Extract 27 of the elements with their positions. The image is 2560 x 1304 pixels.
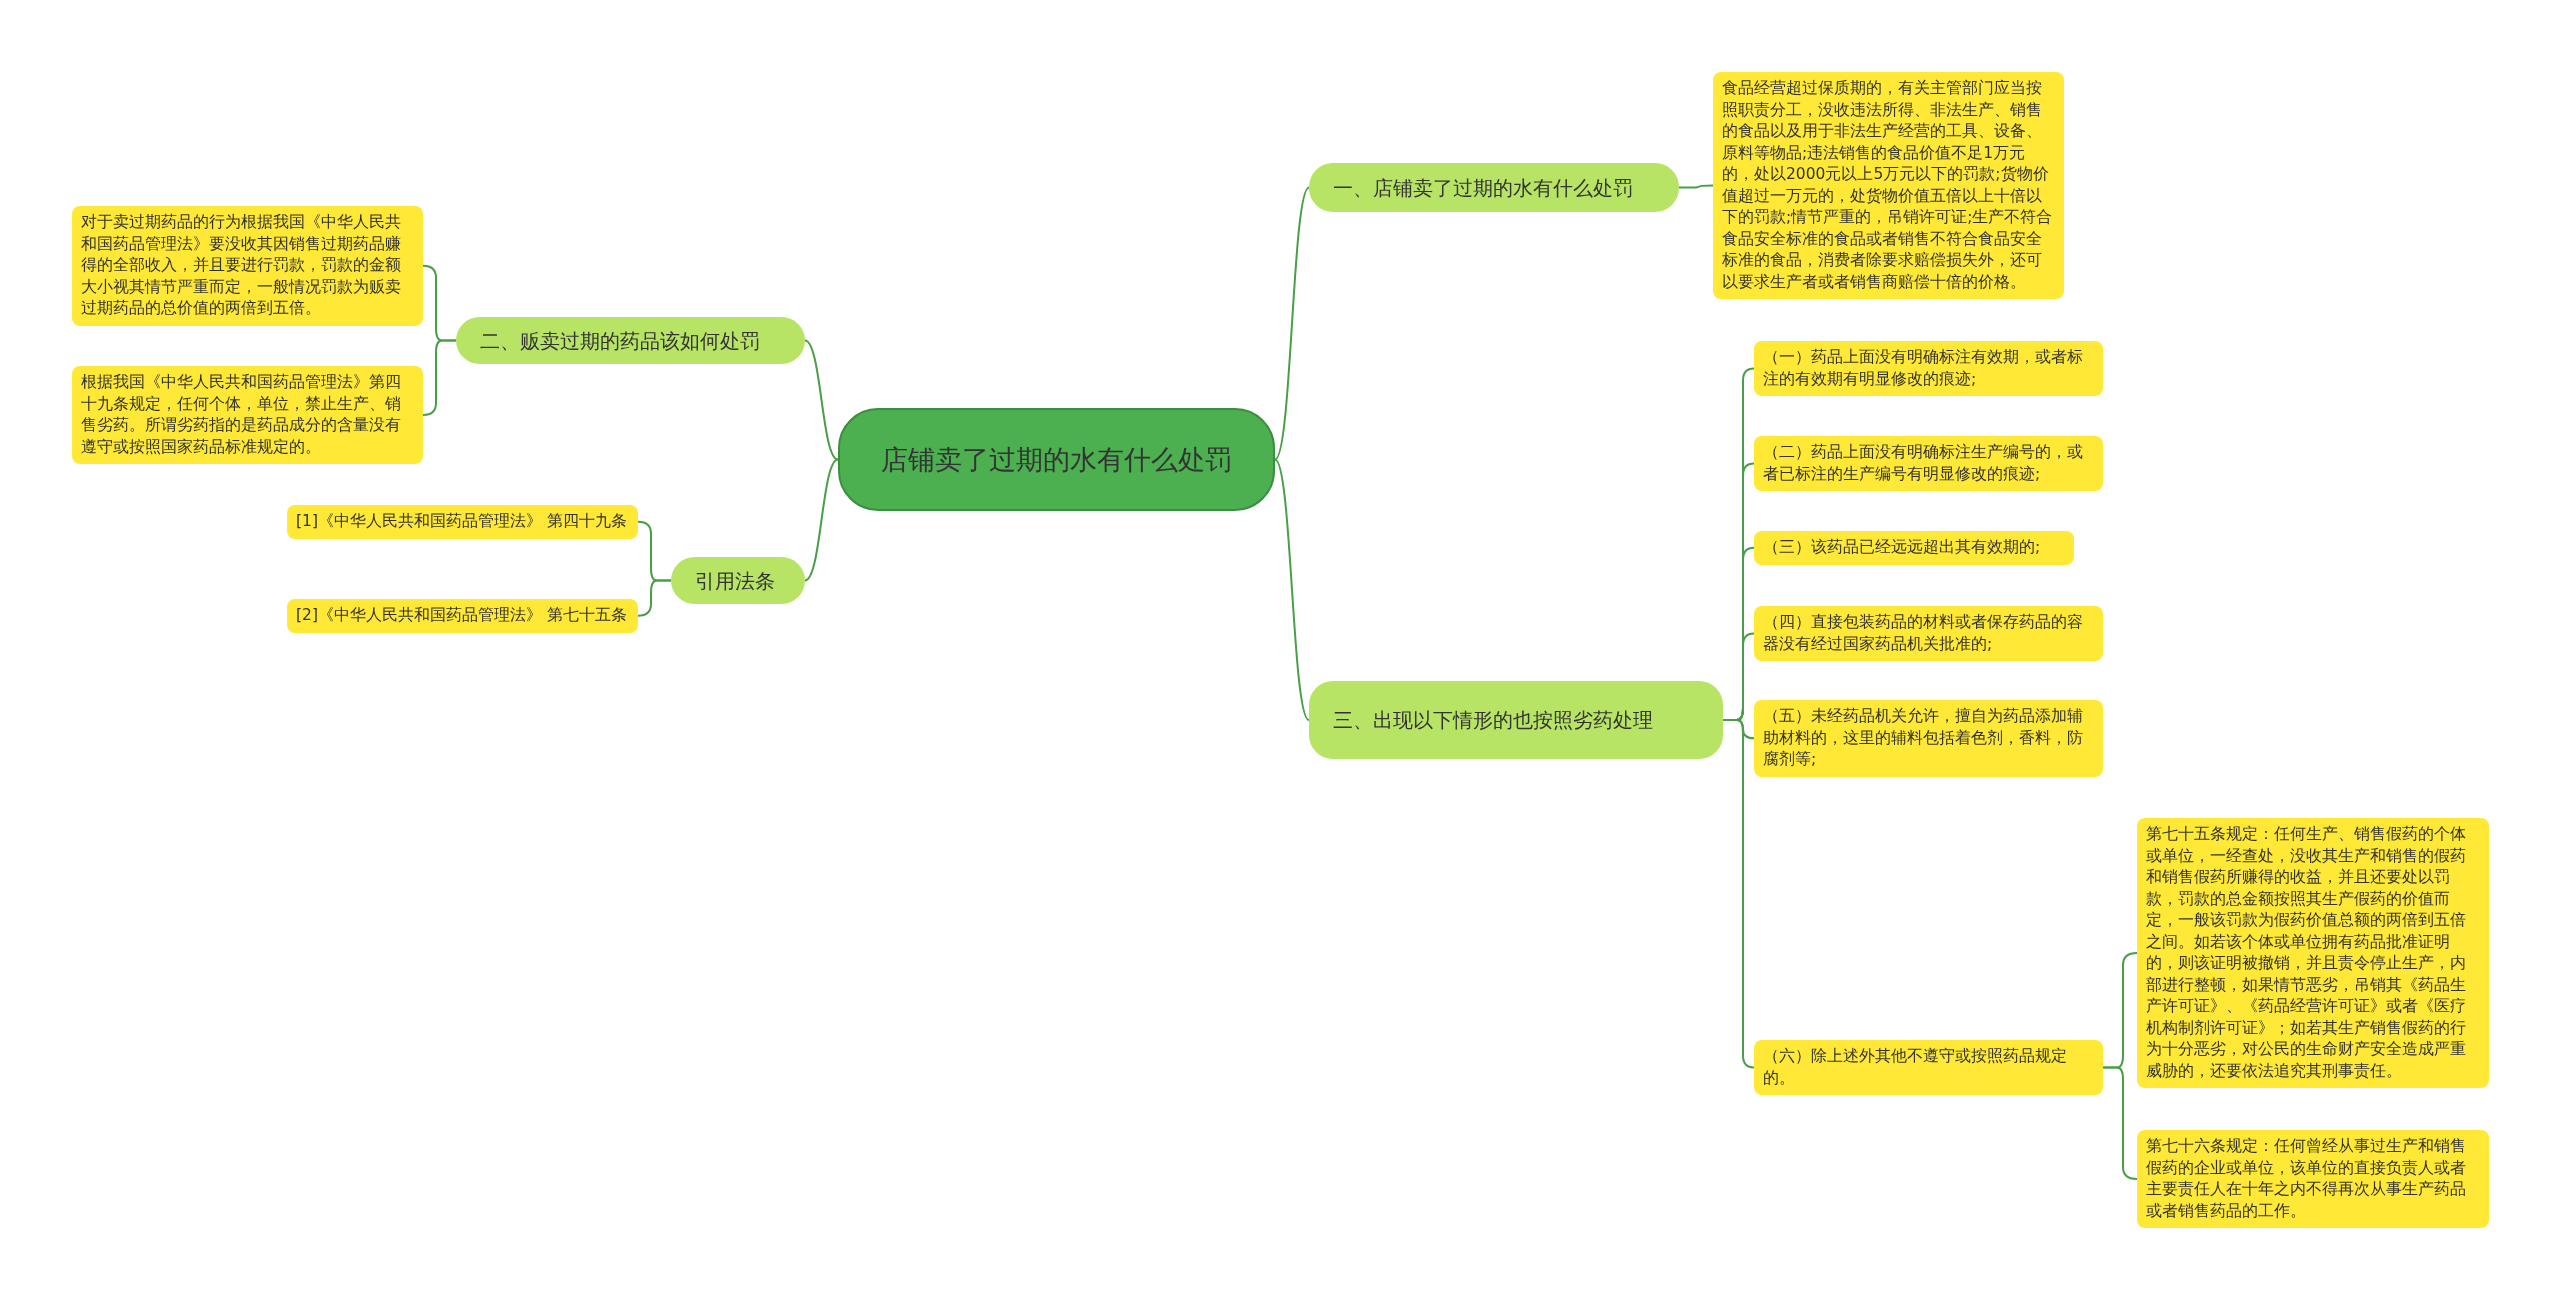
note-box: （三）该药品已经远远超出其有效期的; [1754, 531, 2074, 565]
topic-box: 一、店铺卖了过期的水有什么处罚 [1309, 163, 1679, 212]
connector-line [422, 339, 457, 416]
note-box: [2]《中华人民共和国药品管理法》 第七十五条 [287, 599, 638, 633]
note-box: [1]《中华人民共和国药品管理法》 第四十九条 [287, 505, 638, 539]
note-box: 根据我国《中华人民共和国药品管理法》第四十九条规定，任何个体，单位，禁止生产、销售劣药。所谓劣药指的是药品成分的含量没有遵守或按照国家药品标准规定的。 [72, 366, 423, 464]
connector-line [637, 579, 672, 617]
connector-line [1274, 186, 1310, 461]
note-box: 第七十五条规定：任何生产、销售假药的个体或单位，一经查处，没收其生产和销售的假药和销售假药所赚得的收益，并且还要处以罚款，罚款的总金额按照其生产假药的价值而定，一般该罚款为假药价值总额的两倍到五倍之间。如若该个体或单位拥有药品批准证明的，则该证明被撤销，并且责令停止生产，内部进行整顿，如果情节恶劣，吊销其《药品生产许可证》、《药品经营许可证》或者《医疗机构制剂许可证》；如若其生产销售假药的行为十分恶劣，对公民的生命财产安全造成严重威胁的，还要依法追究其刑事责任。 [2137, 818, 2489, 1088]
topic-box: 三、出现以下情形的也按照劣药处理 [1309, 681, 1723, 759]
note-box: （六）除上述外其他不遵守或按照药品规定的。 [1754, 1040, 2103, 1095]
connector-line [2102, 1066, 2138, 1180]
note-box: （二）药品上面没有明确标注生产编号的，或者已标注的生产编号有明显修改的痕迹; [1754, 436, 2103, 491]
note-box: （五）未经药品机关允许，擅自为药品添加辅助材料的，这里的辅料包括着色剂，香料，防腐剂等; [1754, 700, 2103, 777]
topic-box: 二、贩卖过期的药品该如何处罚 [456, 317, 805, 364]
connector-line [1274, 458, 1310, 721]
note-box: 食品经营超过保质期的，有关主管部门应当按照职责分工，没收违法所得、非法生产、销售的食品以及用于非法生产经营的工具、设备、原料等物品;违法销售的食品价值不足1万元的，处以2000元以上5万元以下的罚款;货物价值超过一万元的，处货物价值五倍以上十倍以下的罚款;情节严重的，吊销许可证;生产不符合食品安全标准的食品或者销售不符合食品安全标准的食品，消费者除要求赔偿损失外，还可以要求生产者或者销售商赔偿十倍的价格。 [1713, 72, 2064, 299]
connector-line [804, 458, 839, 582]
connector-line [1722, 719, 1755, 1069]
note-box: （一）药品上面没有明确标注有效期，或者标注的有效期有明显修改的痕迹; [1754, 341, 2103, 396]
note-box: 第七十六条规定：任何曾经从事过生产和销售假药的企业或单位，该单位的直接负责人或者主要责任人在十年之内不得再次从事生产药品或者销售药品的工作。 [2137, 1130, 2489, 1228]
topic-box: 引用法条 [671, 557, 805, 604]
note-box: 对于卖过期药品的行为根据我国《中华人民共和国药品管理法》要没收其因销售过期药品赚得的全部收入，并且要进行罚款，罚款的金额大小视其情节严重而定，一般情况罚款为贩卖过期药品的总价值的两倍到五倍。 [72, 206, 423, 326]
note-box: （四）直接包装药品的材料或者保存药品的容器没有经过国家药品机关批准的; [1754, 606, 2103, 661]
connector-line [1678, 184, 1714, 189]
connector-line [804, 339, 839, 461]
central-topic: 店铺卖了过期的水有什么处罚 [838, 408, 1275, 511]
